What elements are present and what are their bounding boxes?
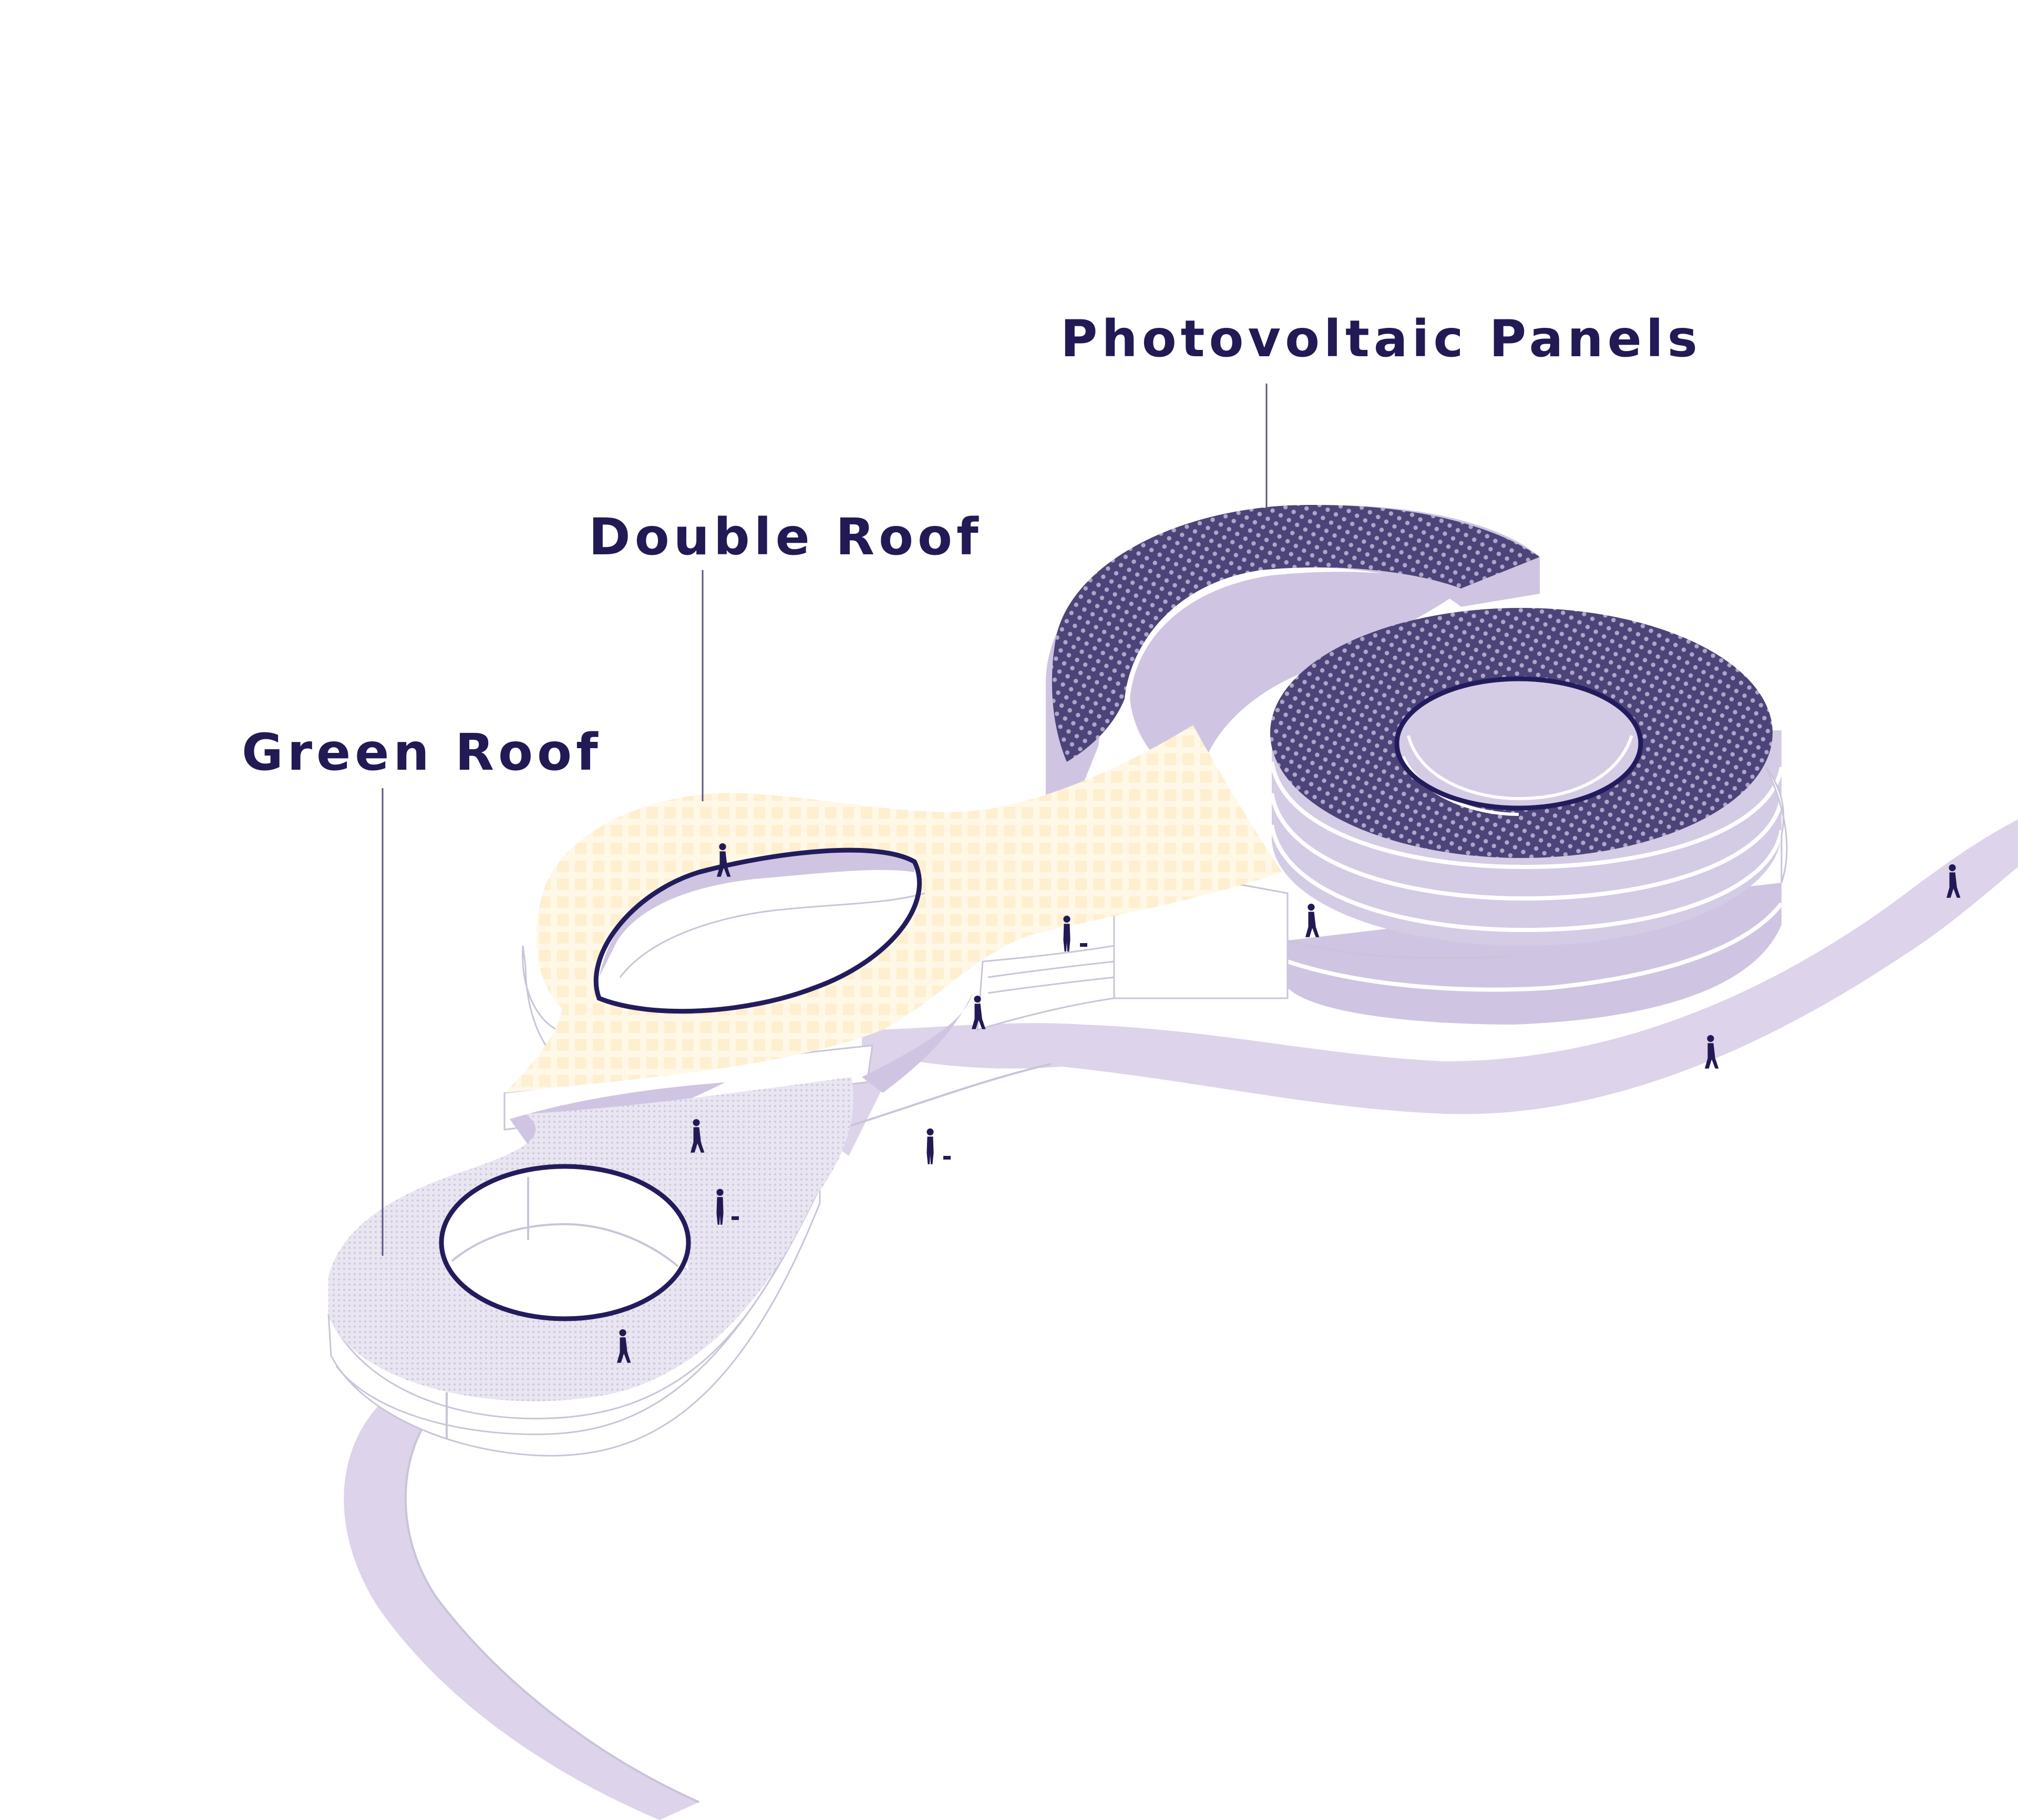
dog-icon <box>732 943 1087 1220</box>
photovoltaic-tower <box>1270 608 1788 1025</box>
callout-photovoltaic: Photovoltaic Panels <box>1061 309 1702 509</box>
green-roof <box>327 1077 853 1457</box>
double-roof-label: Double Roof <box>589 508 983 566</box>
green-roof-label: Green Roof <box>242 723 602 782</box>
photovoltaic-rear-crescent <box>1046 505 1540 799</box>
callout-double-roof: Double Roof <box>589 508 983 801</box>
double-roof <box>503 725 1282 1156</box>
photovoltaic-label: Photovoltaic Panels <box>1061 309 1702 368</box>
callout-green-roof: Green Roof <box>242 723 602 1256</box>
ground-path-south <box>344 1398 699 1820</box>
